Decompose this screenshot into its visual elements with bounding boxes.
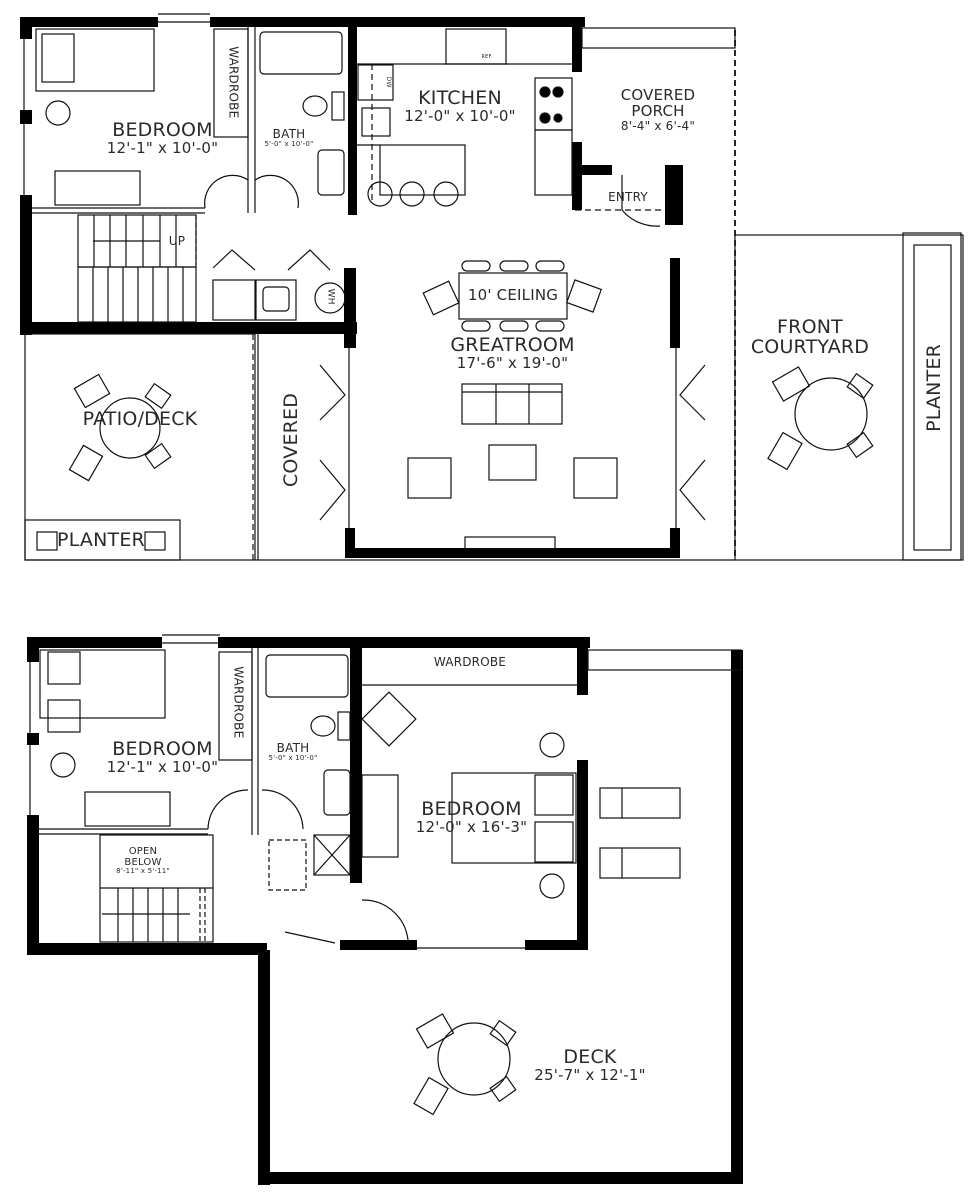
room-dimensions: 12'-0" x 16'-3" (415, 817, 528, 836)
planter-name: PLANTER (923, 344, 946, 432)
room-label-upper-wardrobe-a: WARDROBE (231, 647, 246, 757)
room-label-upper-wardrobe-b: WARDROBE (410, 656, 530, 669)
room-dimensions: 12'-0" x 10'-0" (404, 106, 516, 125)
room-label-kitchen: KITCHEN 12'-0" x 10'-0" (390, 87, 530, 125)
room-dimensions: 8'-4" x 6'-4" (620, 118, 696, 133)
ground-floor-walls (20, 13, 683, 558)
ground-bedroom-furniture (35, 28, 299, 209)
ceiling-note-text: 10' CEILING (467, 286, 559, 304)
room-label-patio-deck: PATIO/DECK (60, 408, 220, 430)
room-name: ENTRY (608, 190, 648, 204)
kitchen-cabinets (357, 28, 573, 207)
refrigerator-label: REF. (475, 54, 499, 60)
room-label-covered: COVERED (280, 390, 303, 490)
dishwasher-label: DW (385, 74, 393, 90)
room-name: PATIO/DECK (82, 408, 198, 430)
courtyard-table-set (767, 366, 874, 471)
room-name: KITCHEN (418, 87, 502, 109)
room-label-ground-wardrobe: WARDROBE (226, 27, 241, 137)
stair-up-label: UP (165, 235, 189, 248)
water-heater-label: WH (325, 285, 336, 309)
room-dimensions: 5'-0" x 10'-0" (268, 753, 318, 762)
room-dimensions: 12'-1" x 10'-0" (106, 138, 219, 157)
room-label-upper-bedroom-a: BEDROOM 12'-1" x 10'-0" (80, 738, 245, 776)
upper-stair-open-below (99, 834, 409, 944)
upper-bedroom-b-furniture (361, 684, 681, 899)
room-label-open-below: OPEN BELOW 8'-11" x 5'-11" (103, 846, 183, 875)
room-name-line1: OPEN (128, 846, 158, 857)
patio-table-set (68, 373, 172, 482)
room-label-entry: ENTRY (598, 191, 658, 204)
room-name: GREATROOM (450, 334, 575, 356)
ceiling-height-note: 10' CEILING (459, 286, 567, 304)
room-label-upper-bedroom-b: BEDROOM 12'-0" x 16'-3" (404, 798, 539, 836)
planter-name: PLANTER (57, 529, 145, 551)
refrigerator-text: REF. (481, 54, 493, 60)
room-name-line1: COVERED (620, 86, 696, 104)
stair-direction: UP (168, 234, 186, 248)
room-label-covered-porch: COVERED PORCH 8'-4" x 6'-4" (598, 86, 718, 133)
water-heater-text: WH (325, 288, 336, 305)
room-name: BEDROOM (112, 738, 213, 760)
room-name: COVERED (280, 392, 303, 488)
upper-floor-walls (27, 634, 743, 1185)
room-dimensions: 5'-0" x 10'-0" (264, 139, 314, 148)
room-label-ground-bedroom: BEDROOM 12'-1" x 10'-0" (80, 119, 245, 157)
room-name-line2: COURTYARD (750, 335, 870, 358)
planter-label-left: PLANTER (57, 529, 145, 551)
room-dimensions: 12'-1" x 10'-0" (106, 757, 219, 776)
greatroom-furniture (319, 175, 706, 550)
upper-bath-fixtures (265, 654, 351, 891)
room-label-upper-bath: BATH 5'-0" x 10'-0" (262, 742, 324, 762)
deck-table-set (413, 1013, 517, 1116)
room-dimensions: 25'-7" x 12'-1" (534, 1065, 646, 1084)
room-label-ground-bath: BATH 5'-0" x 10'-0" (258, 128, 320, 148)
room-name: BEDROOM (112, 119, 213, 141)
room-label-front-courtyard: FRONT COURTYARD (740, 316, 880, 358)
ground-floor-outdoor-outlines (24, 27, 964, 561)
room-dimensions: 17'-6" x 19'-0" (456, 353, 569, 372)
room-label-greatroom: GREATROOM 17'-6" x 19'-0" (430, 334, 595, 372)
room-name-line2: PORCH (631, 101, 685, 120)
planter-label-right: PLANTER (923, 333, 946, 443)
room-name: DECK (563, 1046, 617, 1068)
room-name: WARDROBE (226, 46, 241, 119)
room-name: BATH (272, 127, 306, 141)
room-name: BATH (276, 741, 310, 755)
upper-bedroom-a-furniture (39, 649, 304, 830)
ground-stair (77, 214, 346, 323)
room-dimensions: 8'-11" x 5'-11" (116, 867, 170, 875)
room-name: WARDROBE (231, 666, 246, 739)
room-name: WARDROBE (433, 655, 507, 669)
dishwasher-text: DW (385, 76, 393, 88)
room-label-deck: DECK 25'-7" x 12'-1" (530, 1046, 650, 1084)
ground-bath-fixtures (259, 31, 345, 196)
room-name: BEDROOM (421, 798, 522, 820)
room-name-line2: BELOW (124, 856, 162, 868)
room-name-line1: FRONT (777, 316, 843, 338)
